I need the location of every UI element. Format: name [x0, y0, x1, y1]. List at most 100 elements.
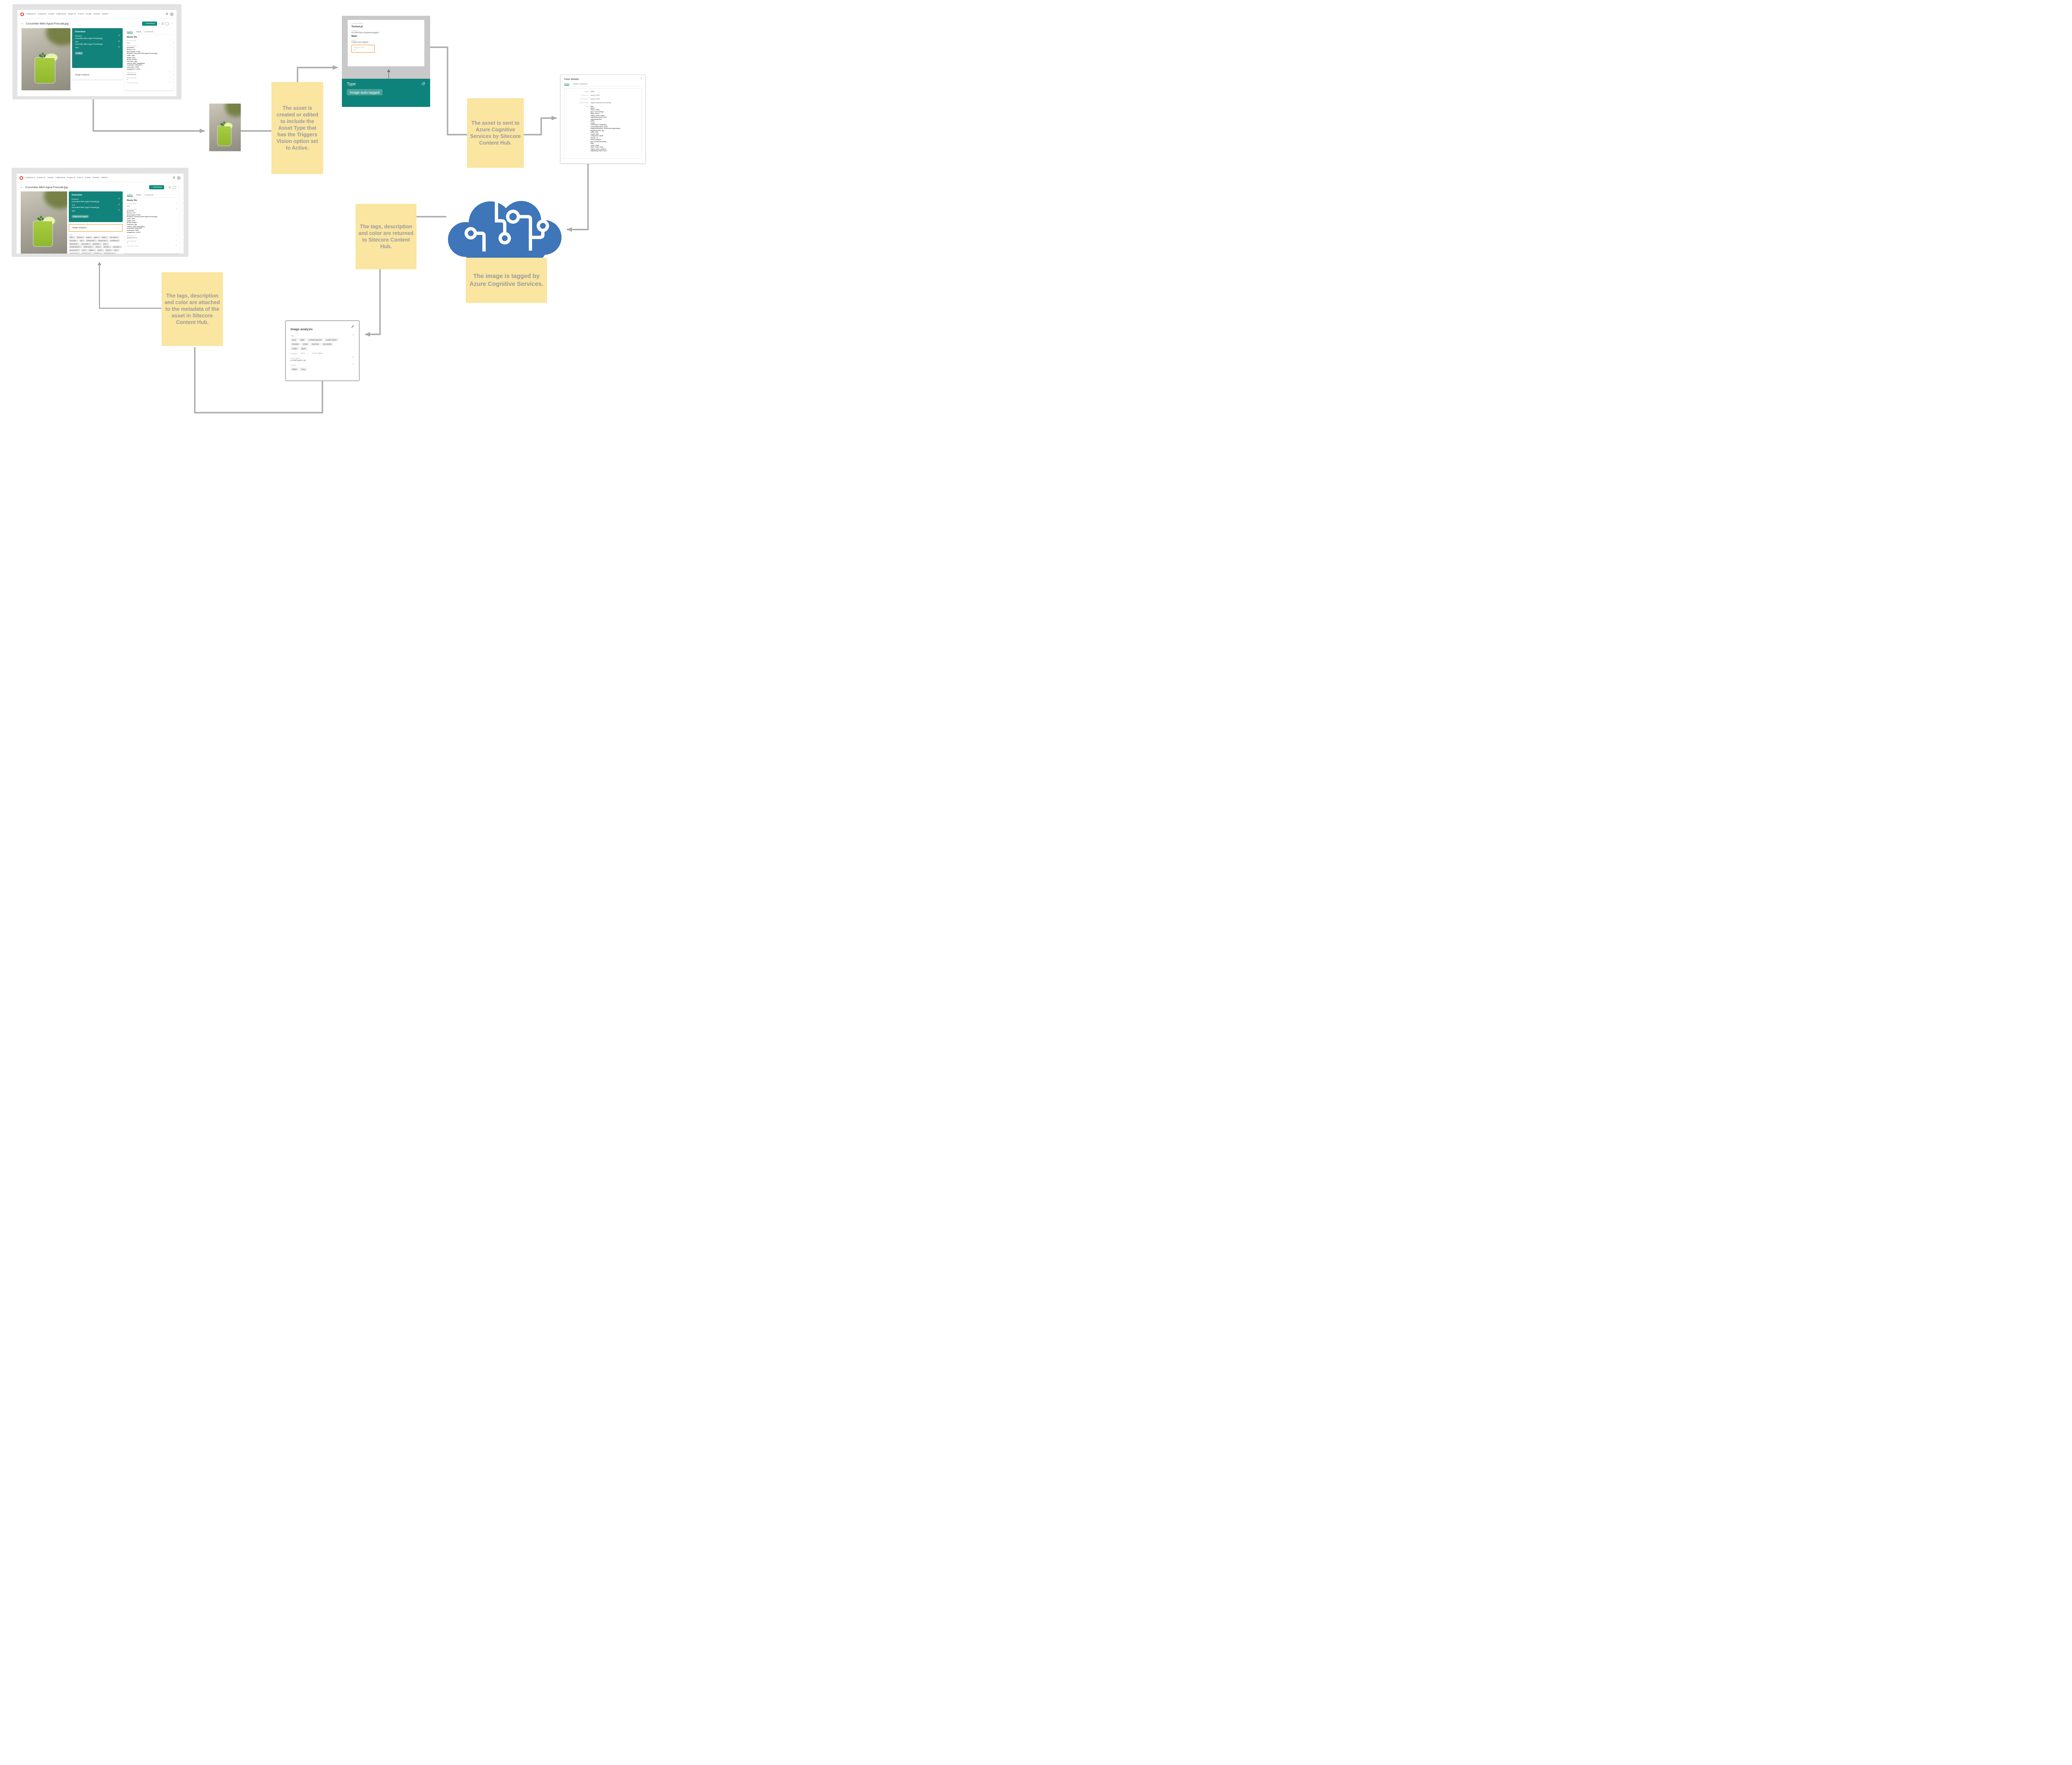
remove-tag-icon[interactable]: × — [102, 249, 103, 251]
color-chip[interactable]: White — [290, 368, 299, 371]
type-chip[interactable]: Image-auto-tagged — [72, 215, 89, 218]
remove-tag-icon[interactable]: × — [85, 249, 87, 251]
tab-details[interactable]: Details — [564, 83, 570, 85]
remove-tag-icon[interactable]: × — [78, 252, 79, 254]
tag-chip[interactable]: cocktail garnish — [307, 338, 324, 341]
type-badge[interactable]: Image-auto-tagged — [347, 89, 382, 95]
tag-chip[interactable]: soft drink× — [93, 252, 102, 254]
remove-tag-icon[interactable]: × — [82, 237, 84, 238]
tab-comments[interactable]: Comments — [145, 31, 154, 33]
remove-tag-icon[interactable]: × — [114, 252, 115, 254]
history-icon[interactable]: ↺ — [421, 82, 425, 87]
remove-tag-icon[interactable]: × — [77, 243, 79, 245]
nav-item[interactable]: Assets — [48, 13, 54, 15]
nav-item[interactable]: Create — [85, 13, 92, 15]
link-icon[interactable] — [172, 186, 176, 189]
remove-tag-icon[interactable]: × — [80, 246, 81, 248]
tag-chip[interactable]: gin and tonic× — [69, 249, 80, 252]
tab-rights[interactable]: Rights — [136, 31, 142, 33]
history-icon[interactable]: ↺ — [175, 244, 177, 247]
tag-chip[interactable]: juice — [290, 338, 298, 341]
tab-rights[interactable]: Rights — [136, 194, 142, 196]
tag-chip[interactable]: screwdriver× — [109, 239, 120, 242]
remove-tag-icon[interactable]: × — [99, 243, 101, 245]
remove-tag-icon[interactable]: × — [117, 237, 119, 238]
tag-chip[interactable]: juice× — [102, 242, 109, 245]
back-icon[interactable]: ← — [20, 185, 23, 189]
document-icon[interactable] — [162, 22, 164, 25]
nav-item[interactable]: Project ▾ — [67, 176, 75, 179]
tag-chip[interactable]: mojito× — [85, 236, 93, 239]
history-icon[interactable]: ↺ — [118, 46, 120, 48]
tag-chip[interactable]: limeade× — [76, 236, 85, 239]
edit-pencil-icon[interactable] — [351, 325, 354, 328]
remove-tag-icon[interactable]: × — [109, 246, 111, 248]
page-indicator[interactable]: 1/8 ▴ — [300, 352, 305, 354]
remove-tag-icon[interactable]: × — [94, 249, 95, 251]
tag-chip[interactable]: daiquiri× — [88, 249, 96, 252]
tag-chip[interactable]: limeade — [290, 342, 300, 346]
tab-system[interactable]: System — [127, 31, 133, 33]
nav-item[interactable]: DRM ▾ — [102, 13, 109, 15]
remove-tag-icon[interactable]: × — [95, 239, 96, 242]
upload-icon[interactable]: ↑ — [165, 185, 167, 189]
close-icon[interactable]: × — [641, 77, 642, 80]
download-button[interactable]: ↓ Download — [149, 185, 164, 189]
tag-chip[interactable]: shrub — [301, 342, 310, 346]
nav-item[interactable]: Products ▾ — [25, 176, 35, 179]
gear-icon[interactable]: ⚙ — [165, 12, 168, 16]
history-icon[interactable]: ↺ — [175, 208, 177, 210]
tag-chip[interactable]: tom collins× — [109, 236, 119, 239]
tag-chip[interactable]: cocktail garnish× — [69, 246, 82, 249]
tag-chip[interactable]: mojito — [290, 347, 299, 350]
history-icon[interactable]: ↺ — [169, 44, 171, 47]
remove-tag-icon[interactable]: × — [73, 237, 75, 238]
nav-item[interactable]: Content ▾ — [36, 176, 46, 179]
remove-tag-icon[interactable]: × — [118, 239, 119, 242]
tag-chip[interactable]: milkshake× — [92, 242, 102, 245]
tab-comments[interactable]: Comments — [145, 194, 154, 196]
tag-chip[interactable]: mai tai× — [105, 249, 113, 252]
nav-item[interactable]: Create — [85, 176, 91, 179]
tag-chip[interactable]: martini glass× — [81, 252, 92, 254]
remove-tag-icon[interactable]: × — [100, 246, 101, 248]
remove-tag-icon[interactable]: × — [98, 237, 99, 238]
history-icon[interactable]: ↺ — [118, 40, 120, 43]
tag-chip[interactable]: rum swizzle× — [80, 242, 92, 245]
nav-item[interactable]: Collections — [55, 176, 65, 179]
image-analysis-section[interactable]: Image analysis — [72, 70, 123, 80]
history-icon[interactable]: ↺ — [118, 198, 120, 200]
nav-item[interactable]: Print ▾ — [77, 13, 84, 15]
tag-chip[interactable]: fruit× — [79, 239, 85, 242]
tag-chip[interactable]: lemonade — [322, 342, 333, 346]
history-icon[interactable]: ↺ — [118, 209, 120, 212]
avatar[interactable] — [170, 12, 174, 16]
tag-chip[interactable]: bloody mary× — [97, 239, 109, 242]
remove-tag-icon[interactable]: × — [117, 249, 119, 251]
tag-chip[interactable]: punch× — [97, 249, 104, 252]
more-icon[interactable]: ⋯ — [178, 186, 180, 189]
gear-icon[interactable]: ⚙ — [172, 176, 175, 179]
history-icon[interactable]: ↺ — [169, 81, 171, 84]
tag-chip[interactable]: lemonade× — [112, 246, 122, 249]
tag-chip[interactable]: glass× — [93, 236, 100, 239]
tag-chip[interactable]: shrub× — [95, 246, 102, 249]
more-icon[interactable]: ⋯ — [171, 22, 173, 25]
history-icon[interactable]: ↺ — [175, 234, 177, 236]
upload-icon[interactable]: ↑ — [158, 22, 160, 25]
history-icon[interactable]: ↺ — [175, 239, 177, 242]
history-icon[interactable]: ↺ — [175, 202, 177, 204]
history-icon[interactable]: ↺ — [118, 34, 120, 37]
tag-chip[interactable]: indoor× — [101, 236, 109, 239]
tag-chip[interactable]: table — [298, 338, 306, 341]
remove-tag-icon[interactable]: × — [107, 243, 108, 245]
nav-item[interactable]: DRM ▾ — [101, 176, 108, 179]
tag-chip[interactable]: health shake× — [82, 246, 94, 249]
download-button[interactable]: ↓ Download — [142, 22, 157, 26]
image-analysis-section-highlighted[interactable]: Image analysis — [69, 224, 123, 232]
tag-chip[interactable]: glass — [300, 347, 308, 350]
remove-tag-icon[interactable]: × — [107, 239, 108, 242]
tag-chip[interactable]: watermelon× — [69, 242, 80, 245]
tag-chip[interactable]: mint julep× — [69, 239, 78, 242]
nav-item[interactable]: Project ▾ — [68, 13, 76, 15]
